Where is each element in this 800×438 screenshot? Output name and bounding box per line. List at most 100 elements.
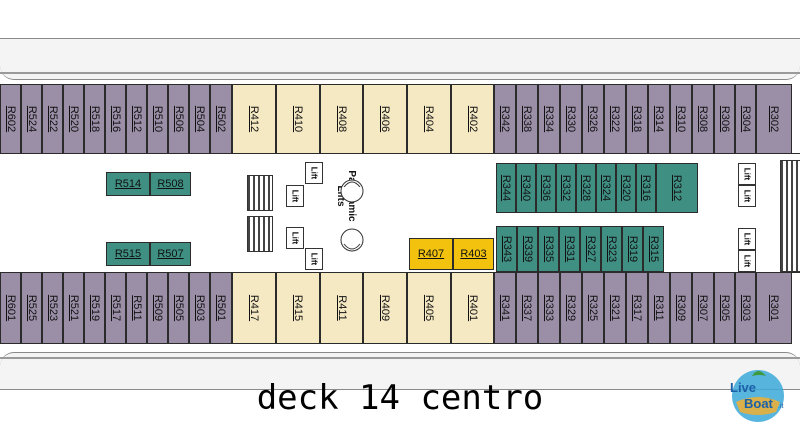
cabin[interactable]: R403 bbox=[453, 238, 494, 270]
cabin[interactable]: R417 bbox=[232, 272, 276, 344]
cabin[interactable]: R329 bbox=[560, 272, 582, 344]
cabin[interactable]: R303 bbox=[735, 272, 756, 344]
cabin[interactable]: R305 bbox=[714, 272, 735, 344]
cabin-number: R411 bbox=[335, 295, 348, 321]
cabin[interactable]: R507 bbox=[150, 242, 191, 266]
cabin[interactable]: R511 bbox=[126, 272, 147, 344]
cabin[interactable]: R318 bbox=[626, 84, 648, 154]
cabin-number: R303 bbox=[739, 294, 752, 322]
cabin[interactable]: R301 bbox=[756, 272, 792, 344]
cabin[interactable]: R405 bbox=[407, 272, 451, 344]
cabin[interactable]: R321 bbox=[604, 272, 626, 344]
cabin[interactable]: R506 bbox=[168, 84, 189, 154]
cabin[interactable]: R412 bbox=[232, 84, 276, 154]
cabin[interactable]: R404 bbox=[407, 84, 451, 154]
cabin-number: R328 bbox=[580, 174, 592, 202]
cabin[interactable]: R309 bbox=[670, 272, 692, 344]
cabin[interactable]: R317 bbox=[626, 272, 648, 344]
cabin[interactable]: R331 bbox=[559, 226, 580, 272]
cabin[interactable]: R334 bbox=[538, 84, 560, 154]
cabin-number: R338 bbox=[521, 105, 533, 133]
cabin[interactable]: R523 bbox=[42, 272, 63, 344]
cabin[interactable]: R316 bbox=[636, 163, 656, 213]
cabin[interactable]: R335 bbox=[538, 226, 559, 272]
cabin[interactable]: R525 bbox=[21, 272, 42, 344]
cabin[interactable]: R415 bbox=[276, 272, 320, 344]
cabin-number: R406 bbox=[379, 105, 391, 133]
cabin[interactable]: R310 bbox=[670, 84, 692, 154]
cabin[interactable]: R330 bbox=[560, 84, 582, 154]
cabin[interactable]: R307 bbox=[692, 272, 714, 344]
lift: Lift bbox=[738, 250, 756, 272]
stairway bbox=[780, 160, 800, 272]
cabin-number: R344 bbox=[500, 174, 512, 202]
cabin[interactable]: R508 bbox=[150, 172, 191, 196]
cabin[interactable]: R343 bbox=[496, 226, 517, 272]
cabin[interactable]: R308 bbox=[692, 84, 714, 154]
cabin-number: R308 bbox=[697, 105, 709, 133]
cabin[interactable]: R601 bbox=[0, 272, 21, 344]
cabin[interactable]: R408 bbox=[320, 84, 363, 154]
svg-text:.it: .it bbox=[778, 403, 784, 410]
cabin-number: R304 bbox=[739, 105, 752, 133]
cabin[interactable]: R411 bbox=[320, 272, 363, 344]
cabin[interactable]: R338 bbox=[516, 84, 538, 154]
cabin[interactable]: R339 bbox=[517, 226, 538, 272]
cabin[interactable]: R515 bbox=[106, 242, 150, 266]
cabin[interactable]: R514 bbox=[106, 172, 150, 196]
cabin[interactable]: R512 bbox=[126, 84, 147, 154]
lift: Lift bbox=[286, 227, 304, 249]
cabin[interactable]: R325 bbox=[582, 272, 604, 344]
stairway bbox=[247, 175, 273, 211]
cabin[interactable]: R602 bbox=[0, 84, 21, 154]
cabin[interactable]: R332 bbox=[556, 163, 576, 213]
cabin[interactable]: R509 bbox=[147, 272, 168, 344]
cabin[interactable]: R522 bbox=[42, 84, 63, 154]
cabin[interactable]: R315 bbox=[643, 226, 664, 272]
cabin-number: R519 bbox=[88, 294, 101, 322]
cabin[interactable]: R520 bbox=[63, 84, 84, 154]
cabin[interactable]: R516 bbox=[105, 84, 126, 154]
cabin[interactable]: R406 bbox=[363, 84, 407, 154]
cabin[interactable]: R524 bbox=[21, 84, 42, 154]
cabin[interactable]: R518 bbox=[84, 84, 105, 154]
cabin[interactable]: R517 bbox=[105, 272, 126, 344]
cabin[interactable]: R322 bbox=[604, 84, 626, 154]
cabin-number: R320 bbox=[620, 174, 632, 202]
cabin[interactable]: R312 bbox=[656, 163, 698, 213]
cabin[interactable]: R510 bbox=[147, 84, 168, 154]
cabin[interactable]: R344 bbox=[496, 163, 516, 213]
cabin[interactable]: R319 bbox=[622, 226, 643, 272]
cabin[interactable]: R504 bbox=[189, 84, 210, 154]
cabin[interactable]: R302 bbox=[756, 84, 792, 154]
cabin[interactable]: R341 bbox=[494, 272, 516, 344]
cabin[interactable]: R333 bbox=[538, 272, 560, 344]
cabin[interactable]: R340 bbox=[516, 163, 536, 213]
cabin[interactable]: R328 bbox=[576, 163, 596, 213]
cabin[interactable]: R402 bbox=[451, 84, 494, 154]
cabin[interactable]: R505 bbox=[168, 272, 189, 344]
cabin[interactable]: R327 bbox=[580, 226, 601, 272]
cabin[interactable]: R503 bbox=[189, 272, 210, 344]
cabin[interactable]: R306 bbox=[714, 84, 735, 154]
cabin[interactable]: R337 bbox=[516, 272, 538, 344]
cabin[interactable]: R336 bbox=[536, 163, 556, 213]
cabin-number: R410 bbox=[292, 105, 304, 133]
cabin[interactable]: R409 bbox=[363, 272, 407, 344]
cabin[interactable]: R401 bbox=[451, 272, 494, 344]
cabin[interactable]: R320 bbox=[616, 163, 636, 213]
cabin[interactable]: R323 bbox=[601, 226, 622, 272]
cabin[interactable]: R304 bbox=[735, 84, 756, 154]
cabin[interactable]: R407 bbox=[409, 238, 453, 270]
cabin[interactable]: R410 bbox=[276, 84, 320, 154]
cabin[interactable]: R326 bbox=[582, 84, 604, 154]
cabin[interactable]: R502 bbox=[210, 84, 232, 154]
cabin[interactable]: R521 bbox=[63, 272, 84, 344]
panoramic-lift-glass-icon bbox=[340, 179, 364, 203]
cabin[interactable]: R342 bbox=[494, 84, 516, 154]
cabin[interactable]: R311 bbox=[648, 272, 670, 344]
cabin[interactable]: R519 bbox=[84, 272, 105, 344]
cabin[interactable]: R314 bbox=[648, 84, 670, 154]
cabin[interactable]: R501 bbox=[210, 272, 232, 344]
cabin[interactable]: R324 bbox=[596, 163, 616, 213]
